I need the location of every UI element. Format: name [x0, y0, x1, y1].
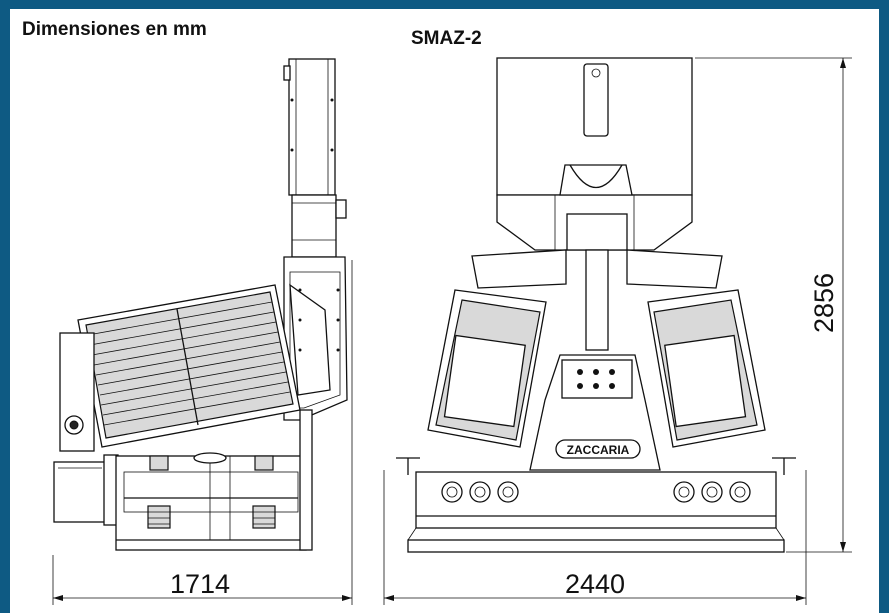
dimension-front-width: 2440	[565, 569, 625, 599]
units-heading: Dimensiones en mm	[22, 19, 207, 40]
front-sight-glass	[583, 63, 609, 137]
front-left-arm	[471, 249, 567, 289]
dimension-lines	[52, 57, 852, 605]
brand-plate	[555, 439, 641, 459]
side-bolts	[290, 98, 340, 352]
front-view: ZACCARIA	[396, 57, 796, 553]
front-right-door	[664, 334, 747, 428]
side-motor	[53, 461, 107, 523]
side-view	[53, 58, 348, 551]
front-left-door	[443, 334, 526, 428]
brand-plate-text: ZACCARIA	[567, 443, 630, 457]
front-right-arm	[626, 249, 723, 289]
side-feed-chute	[288, 58, 336, 196]
side-screen-louvres	[87, 301, 291, 426]
front-outlets	[441, 481, 751, 503]
front-control-panel	[561, 359, 633, 399]
side-springs	[147, 455, 276, 529]
drawing-panel: Dimensiones en mm SMAZ-2	[10, 9, 879, 613]
model-title: SMAZ-2	[411, 28, 482, 49]
front-base	[415, 471, 777, 529]
side-lower-chute	[291, 194, 337, 258]
front-base-rail	[407, 539, 785, 553]
front-handwheels	[396, 457, 796, 475]
side-base-frame	[115, 455, 307, 551]
dimension-side-length: 1714	[170, 569, 230, 599]
front-central-column	[585, 249, 609, 351]
dimension-height: 2856	[809, 273, 839, 333]
technical-drawing: ZACCARIA	[52, 57, 852, 605]
